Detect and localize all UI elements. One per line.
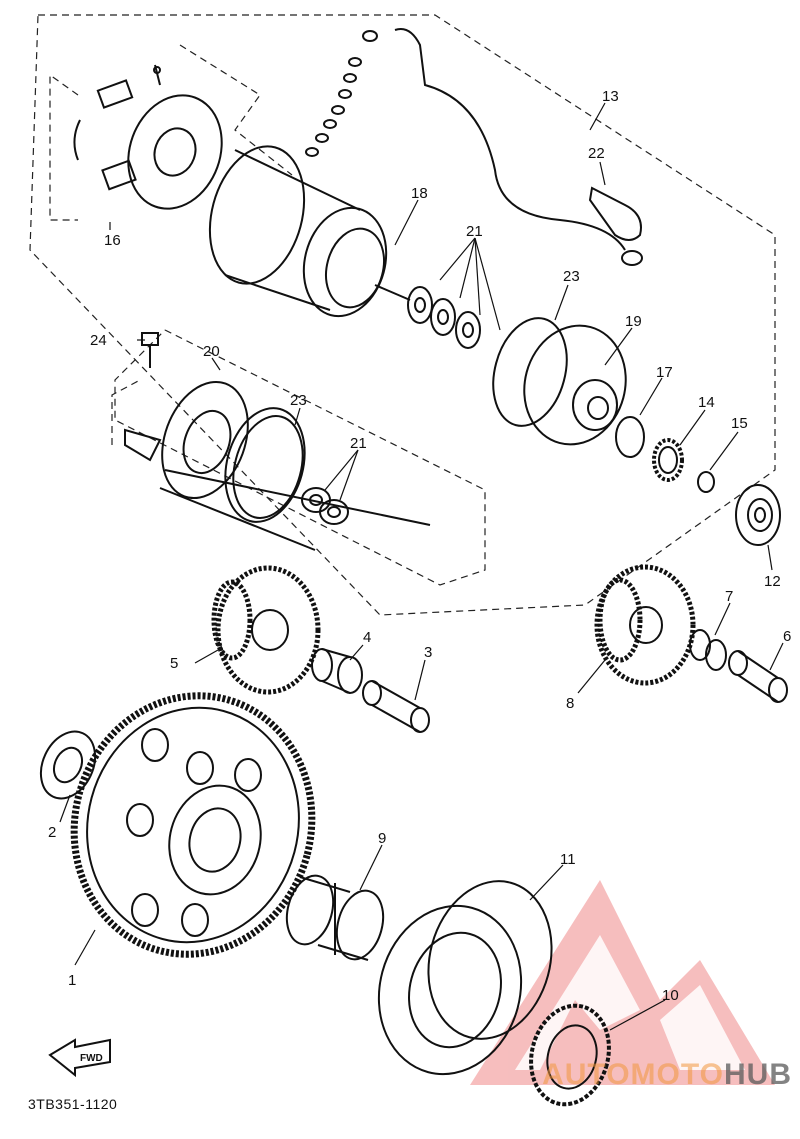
- assembly-outline-13: [29, 14, 776, 616]
- callout-22: 22: [588, 145, 605, 162]
- callout-19: 19: [625, 313, 642, 330]
- callout-13: 13: [602, 88, 619, 105]
- callout-14: 14: [698, 394, 715, 411]
- washer-set-upper: [407, 286, 481, 349]
- rear-cover: [124, 380, 249, 500]
- starter-lead-cable: [394, 28, 643, 266]
- bearing: [735, 484, 781, 546]
- front-cover: [492, 317, 627, 446]
- callout-18: 18: [411, 185, 428, 202]
- callout-labels: 1 2 3 4 5 6 7 8 9 10 11 12 13 14 15 16 1…: [48, 88, 791, 1004]
- callout-24: 24: [90, 332, 107, 349]
- starter-clutch-outer: [377, 880, 553, 1076]
- circlip: [697, 471, 715, 493]
- callout-23a: 23: [563, 268, 580, 285]
- starter-pinion-gear: [652, 438, 684, 482]
- callout-8: 8: [566, 695, 574, 712]
- o-ring-large: [224, 407, 306, 523]
- fwd-arrow-icon: FWD: [48, 1038, 111, 1078]
- fwd-label: FWD: [80, 1053, 103, 1064]
- callout-1: 1: [68, 972, 76, 989]
- washer-2: [39, 730, 97, 800]
- callout-15: 15: [731, 415, 748, 432]
- callout-17: 17: [656, 364, 673, 381]
- needle-bearing-7: [689, 629, 727, 671]
- yoke-armature: [208, 145, 411, 318]
- starter-wheel-gear: [70, 692, 316, 958]
- watermark-logo: [470, 880, 775, 1085]
- needle-bearing-4: [311, 648, 363, 694]
- callout-3: 3: [424, 644, 432, 661]
- drawing-code: 3TB351-1120: [28, 1096, 118, 1112]
- callout-16: 16: [104, 232, 121, 249]
- watermark-text-part2: HUB: [724, 1058, 792, 1091]
- callout-21a: 21: [466, 223, 483, 240]
- callout-9: 9: [378, 830, 386, 847]
- seal-rings: [305, 30, 378, 157]
- shaft-3: [362, 680, 430, 733]
- assembly-outline-20: [111, 329, 486, 586]
- leader-lines: [59, 102, 784, 1031]
- callout-21b: 21: [350, 435, 367, 452]
- assembly-outline-16: [49, 44, 293, 221]
- callout-5: 5: [170, 655, 178, 672]
- washer-set-lower: [301, 487, 349, 525]
- callout-4: 4: [363, 629, 371, 646]
- callout-2: 2: [48, 824, 56, 841]
- watermark-text-part1: AUTOMOTO: [542, 1058, 724, 1091]
- callout-20: 20: [203, 343, 220, 360]
- one-way-clutch: [529, 1003, 611, 1107]
- callout-11: 11: [560, 851, 576, 868]
- needle-bearing-9: [285, 874, 385, 961]
- callout-6: 6: [783, 628, 791, 645]
- shaft-6: [728, 650, 788, 703]
- callout-12: 12: [764, 573, 781, 590]
- through-bolts: [159, 469, 431, 551]
- watermark-text: AUTOMOTOHUB: [542, 1058, 792, 1092]
- bolt: [141, 332, 159, 368]
- idler-gear-1: [211, 565, 321, 695]
- idler-gear-2: [594, 564, 696, 686]
- callout-23b: 23: [290, 392, 307, 409]
- brush-holder-plate: [73, 64, 223, 210]
- callout-7: 7: [725, 588, 733, 605]
- terminal-cap: [588, 186, 642, 241]
- o-ring: [615, 416, 645, 458]
- callout-10: 10: [662, 987, 679, 1004]
